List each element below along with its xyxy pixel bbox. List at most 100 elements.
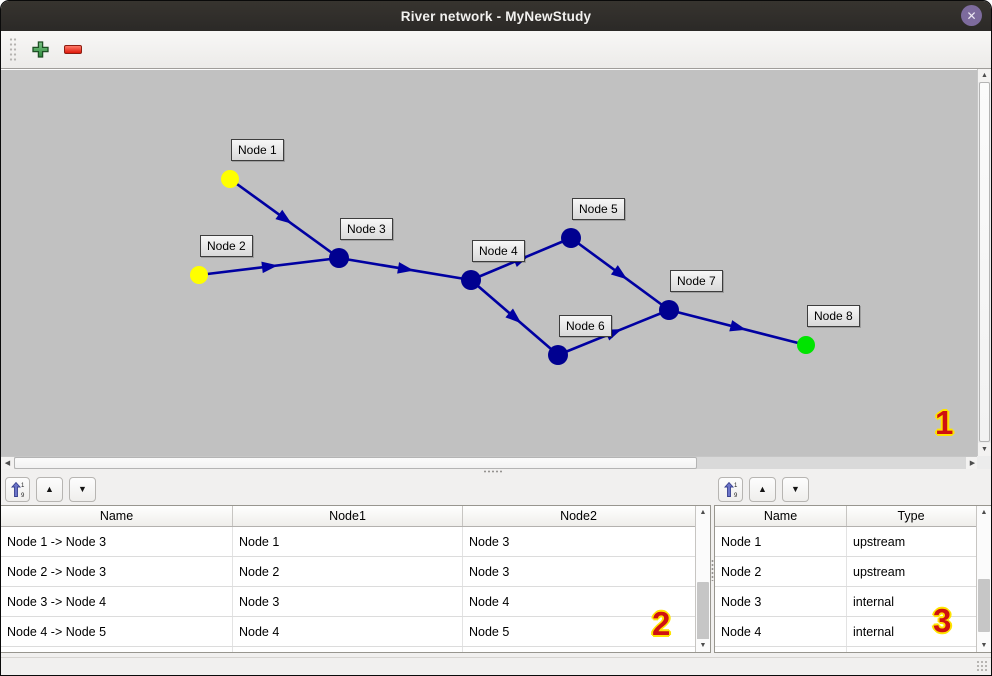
scroll-right-button[interactable]: ▶ xyxy=(966,457,979,469)
table-cell xyxy=(233,647,463,652)
table-cell[interactable]: upstream xyxy=(853,534,906,549)
node-label[interactable]: Node 4 xyxy=(472,240,525,262)
table-row[interactable]: Node 1 upstream xyxy=(715,527,976,557)
scroll-up-button[interactable]: ▲ xyxy=(978,69,991,82)
table-cell[interactable]: Node 4 xyxy=(233,617,463,646)
resize-grip-icon[interactable] xyxy=(976,660,988,672)
graph-node[interactable] xyxy=(797,336,815,354)
graph-node[interactable] xyxy=(659,300,679,320)
canvas-horizontal-scrollbar[interactable]: ◀ ▶ xyxy=(1,456,979,469)
table-cell[interactable]: Node 3 -> Node 4 xyxy=(1,587,233,616)
edge-arrowhead-icon xyxy=(505,308,522,324)
table-row[interactable]: Node 3 internal xyxy=(715,587,976,617)
node-label[interactable]: Node 6 xyxy=(559,315,612,337)
scroll-left-button[interactable]: ◀ xyxy=(1,457,14,469)
table-cell[interactable]: Node 4 -> Node 5 xyxy=(1,617,233,646)
node-label[interactable]: Node 8 xyxy=(807,305,860,327)
scroll-thumb[interactable] xyxy=(697,582,709,645)
scroll-down-button[interactable]: ▼ xyxy=(978,443,991,456)
graph-node[interactable] xyxy=(461,270,481,290)
table-cell[interactable]: Node 3 xyxy=(715,587,847,616)
nodes-table-scrollbar[interactable]: ▲ ▼ xyxy=(976,506,991,652)
sort-button[interactable]: 1 9 xyxy=(5,476,30,502)
node-label[interactable]: Node 5 xyxy=(572,198,625,220)
arrow-up-icon: ▲ xyxy=(981,72,988,79)
node-label[interactable]: Node 1 xyxy=(231,139,284,161)
table-cell[interactable]: Node 4 xyxy=(469,594,510,609)
edge-arrowhead-icon xyxy=(397,262,414,274)
column-header[interactable]: Node2 xyxy=(560,509,597,523)
table-cell[interactable]: Node 2 xyxy=(233,557,463,586)
edge-arrowhead-icon xyxy=(610,265,628,280)
scroll-down-button[interactable]: ▼ xyxy=(696,639,710,652)
table-cell[interactable]: Node 3 xyxy=(233,587,463,616)
canvas-vertical-scrollbar[interactable]: ▲ ▼ xyxy=(977,69,991,456)
table-cell[interactable]: internal xyxy=(853,624,894,639)
add-node-button[interactable] xyxy=(27,37,53,63)
table-cell[interactable]: Node 5 xyxy=(469,624,510,639)
river-network-canvas[interactable]: Node 1 Node 2 Node 3 Node 4 Node 5 Node 6 Node… xyxy=(1,69,978,456)
horizontal-splitter[interactable] xyxy=(1,469,991,473)
graph-node[interactable] xyxy=(221,170,239,188)
table-cell[interactable]: Node 2 xyxy=(715,557,847,586)
table-cell[interactable]: internal xyxy=(853,594,894,609)
move-up-button[interactable]: ▲ xyxy=(36,476,63,502)
table-cell[interactable]: Node 3 xyxy=(469,534,510,549)
window-title: River network - MyNewStudy xyxy=(400,8,592,24)
table-cell[interactable]: upstream xyxy=(853,564,906,579)
node-label[interactable]: Node 7 xyxy=(670,270,723,292)
graph-node[interactable] xyxy=(561,228,581,248)
column-header[interactable]: Name xyxy=(1,506,233,526)
scroll-up-button[interactable]: ▲ xyxy=(977,506,991,519)
edge-arrowhead-icon xyxy=(729,320,747,332)
graph-node[interactable] xyxy=(190,266,208,284)
titlebar[interactable]: River network - MyNewStudy ✕ xyxy=(1,1,991,31)
sort-button[interactable]: 1 9 xyxy=(718,476,743,502)
remove-node-button[interactable] xyxy=(60,37,86,63)
scroll-up-button[interactable]: ▲ xyxy=(696,506,710,519)
column-header[interactable]: Name xyxy=(715,506,847,526)
table-cell[interactable]: Node 4 xyxy=(715,617,847,646)
table-cell[interactable]: Node 3 xyxy=(469,564,510,579)
table-row[interactable]: Node 4 internal xyxy=(715,617,976,647)
reaches-table-scrollbar[interactable]: ▲ ▼ xyxy=(695,506,710,652)
move-down-button[interactable]: ▼ xyxy=(69,476,96,502)
move-down-button[interactable]: ▼ xyxy=(782,476,809,502)
scroll-thumb[interactable] xyxy=(978,579,990,632)
scroll-thumb[interactable] xyxy=(979,82,990,442)
graph-node[interactable] xyxy=(548,345,568,365)
edge-arrowhead-icon xyxy=(275,209,292,224)
scroll-down-button[interactable]: ▼ xyxy=(977,639,991,652)
column-header[interactable]: Type xyxy=(897,509,925,523)
column-header[interactable]: Node1 xyxy=(233,506,463,526)
node-label[interactable]: Node 3 xyxy=(340,218,393,240)
table-cell[interactable]: Node 1 xyxy=(233,527,463,556)
toolbar-grip[interactable] xyxy=(9,36,17,63)
move-up-button[interactable]: ▲ xyxy=(749,476,776,502)
table-row[interactable]: Node 2 upstream xyxy=(715,557,976,587)
table-cell xyxy=(715,647,847,652)
network-view: Node 1 Node 2 Node 3 Node 4 Node 5 Node 6 Node… xyxy=(1,69,991,469)
svg-text:1: 1 xyxy=(734,483,738,489)
plus-icon xyxy=(31,41,49,58)
table-cell[interactable]: Node 2 -> Node 3 xyxy=(1,557,233,586)
node-label[interactable]: Node 2 xyxy=(200,235,253,257)
scroll-thumb[interactable] xyxy=(14,457,697,469)
graph-node[interactable] xyxy=(329,248,349,268)
table-cell[interactable]: Node 1 xyxy=(715,527,847,556)
close-button[interactable]: ✕ xyxy=(961,5,982,26)
table-cell xyxy=(1,647,233,652)
arrow-left-icon: ◀ xyxy=(4,459,11,467)
vertical-splitter[interactable] xyxy=(711,473,714,657)
close-icon: ✕ xyxy=(966,8,977,23)
table-cell[interactable]: Node 1 -> Node 3 xyxy=(1,527,233,556)
edge-arrowhead-icon xyxy=(261,261,278,274)
